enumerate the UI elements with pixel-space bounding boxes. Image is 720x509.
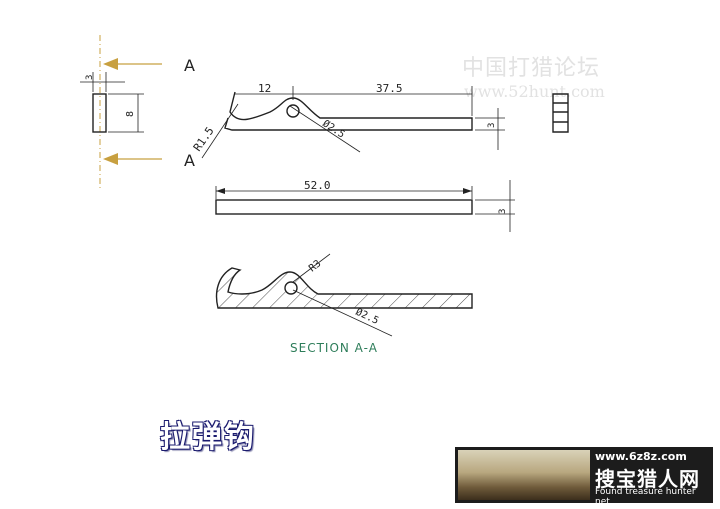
dim-thickness-bottom: 3 [498,209,508,214]
drawing-title: 拉弹钩 [160,420,256,455]
watermark: 中国打猎论坛 www.52hunt.com [462,50,605,101]
dim-total-length: 52.0 [304,179,331,192]
section-profile [215,267,473,309]
section-pivot-hole [284,281,298,295]
pivot-hole [286,104,300,118]
dim-hole-diameter-top: Ø2.5 [320,117,347,140]
dim-radius-small: R1.5 [191,125,217,154]
bottom-view: 52.0 3 [215,179,515,232]
part-side-profile [92,93,107,133]
side-view: A A 3 8 [80,35,195,190]
hunters-photo [458,450,590,500]
banner-subtitle: Found treasure hunter net [595,487,696,507]
dim-small-width: 3 [85,75,95,80]
watermark-line1: 中国打猎论坛 [462,56,601,81]
dim-hook-length: 12 [258,82,271,95]
section-view: R3 Ø2.5 SECTION A-A [215,253,473,355]
watermark-line2: www.52hunt.com [464,82,605,101]
arrowhead-bottom [103,153,118,165]
banner-logo: 搜宝猎人网 [595,467,700,491]
end-view-profile [552,93,569,133]
arrowhead-top [103,58,118,70]
dim-hole-to-end: 37.5 [376,82,403,95]
front-view: 12 37.5 3 R1.5 Ø2.5 [191,82,569,159]
part-outline [224,91,473,131]
section-label: SECTION A-A [290,341,378,355]
dim-hole-diameter-section: Ø2.5 [354,306,381,327]
banner-url[interactable]: www.6z8z.com [595,450,687,463]
site-banner[interactable]: www.6z8z.com 搜宝猎人网 Found treasure hunter… [455,447,713,507]
dim-height: 8 [125,111,136,117]
bar-outline [215,199,473,215]
view-marker-top: A [184,56,195,75]
dim-thickness-front: 3 [487,123,497,128]
view-marker-bottom: A [184,151,195,170]
